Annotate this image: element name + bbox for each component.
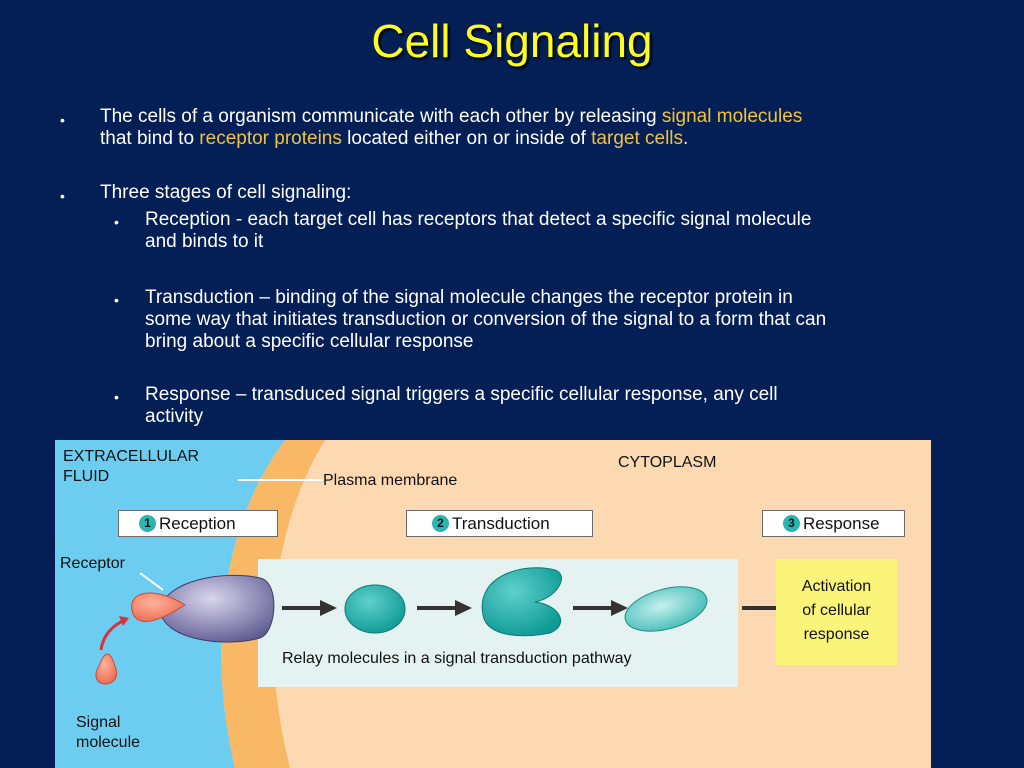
receptor-label: Receptor [60, 555, 125, 572]
arrow-icon [282, 606, 322, 610]
relay-molecule-1-icon [344, 584, 406, 634]
arrow-icon [742, 606, 782, 610]
diagram-molecules [95, 567, 797, 685]
bullet-icon: • [114, 292, 119, 308]
bullet-communication: The cells of a organism communicate with… [100, 106, 980, 150]
highlight-signal-molecules: signal molecules [661, 106, 803, 127]
bullet-three-stages: Three stages of cell signaling: [100, 182, 352, 203]
text: response [803, 626, 870, 643]
bullet-icon: • [60, 112, 65, 128]
sub-bullet-response: Response – transduced signal triggers a … [145, 384, 778, 428]
arrowhead-icon [455, 600, 472, 616]
text: bring about a specific cellular response [145, 331, 474, 352]
cytoplasm-label: CYTOPLASM [618, 454, 717, 471]
text: Activation [801, 578, 872, 595]
binding-arrow-icon [99, 618, 126, 651]
relay-caption: Relay molecules in a signal transduction… [282, 650, 632, 667]
bullet-icon: • [60, 188, 65, 204]
binding-arrowhead-icon [119, 616, 129, 626]
text: activity [145, 406, 204, 427]
bullet-icon: • [114, 389, 119, 405]
bullet-icon: • [114, 214, 119, 230]
text: Transduction – binding of the signal mol… [145, 287, 793, 308]
highlight-receptor-proteins: receptor proteins [199, 128, 342, 149]
arrow-icon [573, 606, 613, 610]
arrowhead-icon [320, 600, 337, 616]
stage-label: Reception [159, 513, 236, 533]
text: that bind to [100, 128, 200, 149]
text: Reception - each target cell has recepto… [145, 209, 812, 230]
text: some way that initiates transduction or … [145, 309, 827, 330]
text: and binds to it [145, 231, 264, 252]
relay-molecule-3-icon [624, 586, 708, 632]
text: The cells of a organism communicate with… [100, 106, 662, 127]
arrow-icon [417, 606, 457, 610]
stage-label: Transduction [452, 513, 550, 533]
sub-bullet-reception: Reception - each target cell has recepto… [145, 209, 811, 253]
stage-label: Response [803, 513, 880, 533]
signal-molecule-icon [95, 653, 118, 685]
text: located either on or inside of [341, 128, 592, 149]
text: Response – transduced signal triggers a … [145, 384, 778, 405]
receptor-protein-icon [159, 574, 275, 643]
text: of cellular [802, 602, 871, 619]
slide-title: Cell Signaling [371, 15, 653, 67]
step-number-3: 3 [783, 515, 800, 532]
relay-molecule-2-icon [481, 567, 562, 637]
plasma-membrane-label: Plasma membrane [323, 472, 458, 489]
receptor-leader-line [139, 572, 164, 591]
bound-signal-molecule-icon [131, 592, 186, 622]
step-number-2: 2 [432, 515, 449, 532]
step-number-1: 1 [139, 515, 156, 532]
highlight-target-cells: target cells [591, 128, 684, 149]
activation-response-box: Activation of cellular response [776, 559, 897, 665]
sub-bullet-transduction: Transduction – binding of the signal mol… [145, 287, 826, 353]
text: . [683, 128, 689, 149]
arrowhead-icon [611, 600, 628, 616]
